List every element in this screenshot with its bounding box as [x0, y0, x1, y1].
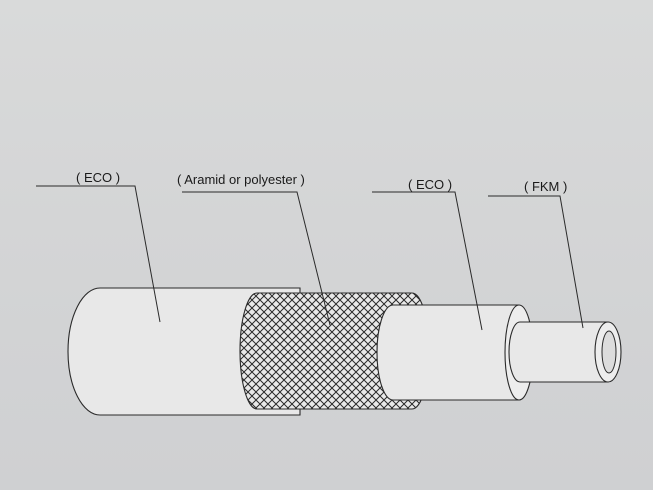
label-inner-tube: ( FKM ): [524, 179, 567, 194]
leader-lines: [36, 185, 584, 331]
leader-line-inner-tube: [488, 195, 584, 329]
inner-fkm-tube-layer: [508, 321, 622, 383]
leader-line-outer-cover: [36, 185, 161, 323]
outer-eco-cover-layer: [67, 287, 301, 416]
label-middle-layer: ( ECO ): [408, 177, 452, 192]
tube-bore: [601, 330, 617, 374]
label-outer-cover: ( ECO ): [76, 170, 120, 185]
leader-line-middle-layer: [372, 191, 483, 331]
leader-line-braid: [182, 191, 331, 326]
label-braid: ( Aramid or polyester ): [177, 172, 305, 187]
layer-labels: ( ECO ) ( Aramid or polyester ) ( ECO ) …: [76, 170, 567, 194]
